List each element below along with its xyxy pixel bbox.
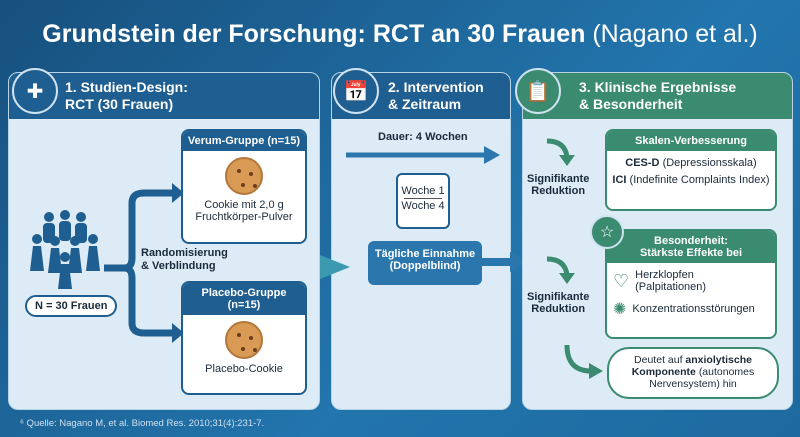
placebo-group-box: Placebo-Gruppe(n=15) Placebo-Cookie	[181, 281, 307, 395]
cookie-icon	[225, 321, 263, 359]
flow-arrow-to-results	[482, 252, 528, 272]
curved-arrow-icon	[564, 344, 603, 379]
daily-intake-box: Tägliche Einnahme(Doppelblind)	[368, 241, 482, 285]
randomization-bracket-arrows	[104, 183, 184, 343]
clipboard-check-icon: 📋	[515, 68, 561, 114]
star-icon: ☆	[590, 215, 624, 249]
panel-results: 3. Klinische Ergebnisse& Besonderheit Si…	[522, 72, 793, 410]
special-effects-box: Besonderheit:Stärkste Effekte bei ♡Herzk…	[605, 229, 777, 339]
brain-icon: ✺	[613, 301, 627, 318]
calendar-icon: 📅	[333, 68, 379, 114]
duration-arrow	[346, 146, 500, 164]
curved-arrow-icon	[546, 138, 575, 166]
medical-kit-icon: ✚	[12, 68, 58, 114]
scales-box: Skalen-Verbesserung CES-D (Depressionssk…	[605, 129, 777, 211]
source-citation: ⁶ Quelle: Nagano M, et al. Biomed Res. 2…	[20, 418, 265, 429]
duration-label: Dauer: 4 Wochen	[378, 131, 468, 143]
people-group-icon	[30, 210, 100, 289]
curved-arrow-icon	[546, 256, 575, 284]
panel-study-design: 1. Studien-Design:RCT (30 Frauen) N = 30…	[8, 72, 320, 410]
conclusion-box: Deutet auf anxiolytische Komponente (aut…	[607, 347, 779, 399]
flow-arrow-to-intake	[320, 255, 350, 279]
page-title: Grundstein der Forschung: RCT an 30 Frau…	[42, 20, 758, 48]
participants-badge: N = 30 Frauen	[25, 295, 118, 317]
cookie-with-mushroom-icon	[225, 157, 263, 195]
randomization-label: Randomisierung& Verblindung	[141, 247, 228, 272]
panel-header: 3. Klinische Ergebnisse& Besonderheit	[523, 73, 792, 119]
panel-header: 1. Studien-Design:RCT (30 Frauen)	[9, 73, 319, 119]
heart-icon: ♡	[613, 270, 630, 291]
